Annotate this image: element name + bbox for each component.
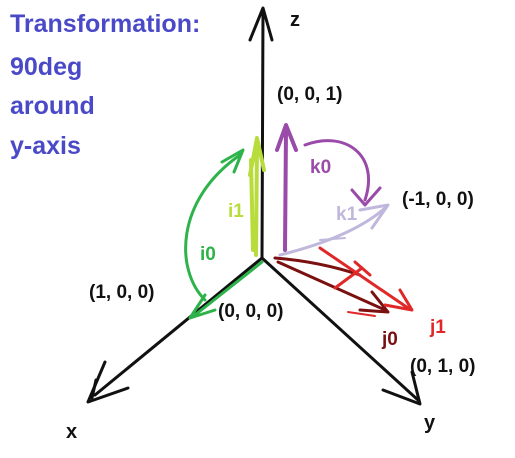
y-axis-line (260, 256, 420, 402)
y-unit-point-label: (0, 1, 0) (410, 356, 476, 377)
x-axis-label: x (66, 421, 78, 443)
k0-rotation-arrow (303, 139, 382, 207)
title-line-1: Transformation: (10, 10, 201, 38)
origin-point-label: (0, 0, 0) (218, 301, 284, 322)
title-line-4: y-axis (10, 132, 81, 160)
title-line-3: around (10, 92, 95, 120)
k1-vector-extra (319, 237, 346, 241)
i1-label: i1 (228, 201, 244, 222)
x-axis-line (93, 256, 264, 397)
x-unit-point-label: (1, 0, 0) (89, 282, 155, 303)
j1-label: j1 (430, 317, 446, 338)
i0-vector (188, 260, 264, 320)
y-axis-arrowhead (381, 370, 422, 406)
k0-vector (275, 123, 298, 252)
k1-label: k1 (336, 204, 358, 225)
z-axis-line (260, 8, 265, 260)
i0-rotation-arrow (184, 148, 245, 302)
z-unit-point-label: (0, 0, 1) (277, 84, 343, 105)
j1-vector-extra (347, 311, 376, 317)
x-axis-arrowhead-extra (90, 378, 98, 400)
x-axis-arrowhead (86, 360, 130, 404)
j0-label: j0 (382, 329, 398, 350)
z-axis-arrowhead (248, 6, 274, 42)
y-axis-label: y (424, 412, 436, 434)
j0-vector (273, 256, 390, 314)
j1-vector (318, 246, 414, 312)
z-axis-label: z (290, 9, 300, 31)
k0-label: k0 (310, 157, 332, 178)
k1-vector (278, 203, 390, 257)
title-line-2: 90deg (10, 53, 83, 81)
neg-x-unit-point-label: (-1, 0, 0) (402, 189, 474, 210)
i0-label: i0 (200, 244, 216, 265)
i1-vector (248, 136, 266, 257)
